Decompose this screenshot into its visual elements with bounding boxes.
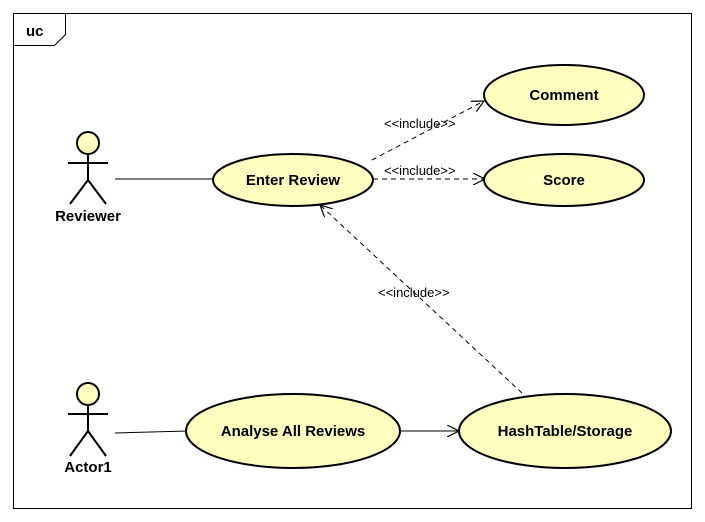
use-case-comment[interactable]: Comment [483,64,645,126]
use-case-analyse-all-reviews[interactable]: Analyse All Reviews [185,393,401,469]
use-case-enter-review-label: Enter Review [246,172,341,189]
actor-actor1[interactable]: Actor1 [64,382,112,476]
use-case-enter-review[interactable]: Enter Review [212,153,374,207]
actor-reviewer[interactable]: Reviewer [55,131,121,225]
include-label-storage: <<include>> [378,285,450,300]
include-storage-enter-review [320,205,523,394]
use-case-analyse-label: Analyse All Reviews [221,423,366,440]
use-case-comment-label: Comment [529,87,598,104]
use-case-score-label: Score [543,172,585,189]
actor-reviewer-label: Reviewer [55,208,121,225]
use-case-storage-label: HashTable/Storage [498,423,633,440]
actor-reviewer-head-icon [76,131,100,155]
include-label-comment: <<include>> [384,116,456,131]
frame-tab [13,13,66,46]
actor-actor1-head-icon [76,382,100,406]
association-actor1-analyse [114,430,189,434]
include-label-score: <<include>> [384,163,456,178]
actor-actor1-label: Actor1 [64,459,112,476]
include-enter-review-comment [371,101,484,161]
frame-label: uc [26,23,44,40]
use-case-hashtable-storage[interactable]: HashTable/Storage [458,393,672,469]
use-case-score[interactable]: Score [483,153,645,207]
